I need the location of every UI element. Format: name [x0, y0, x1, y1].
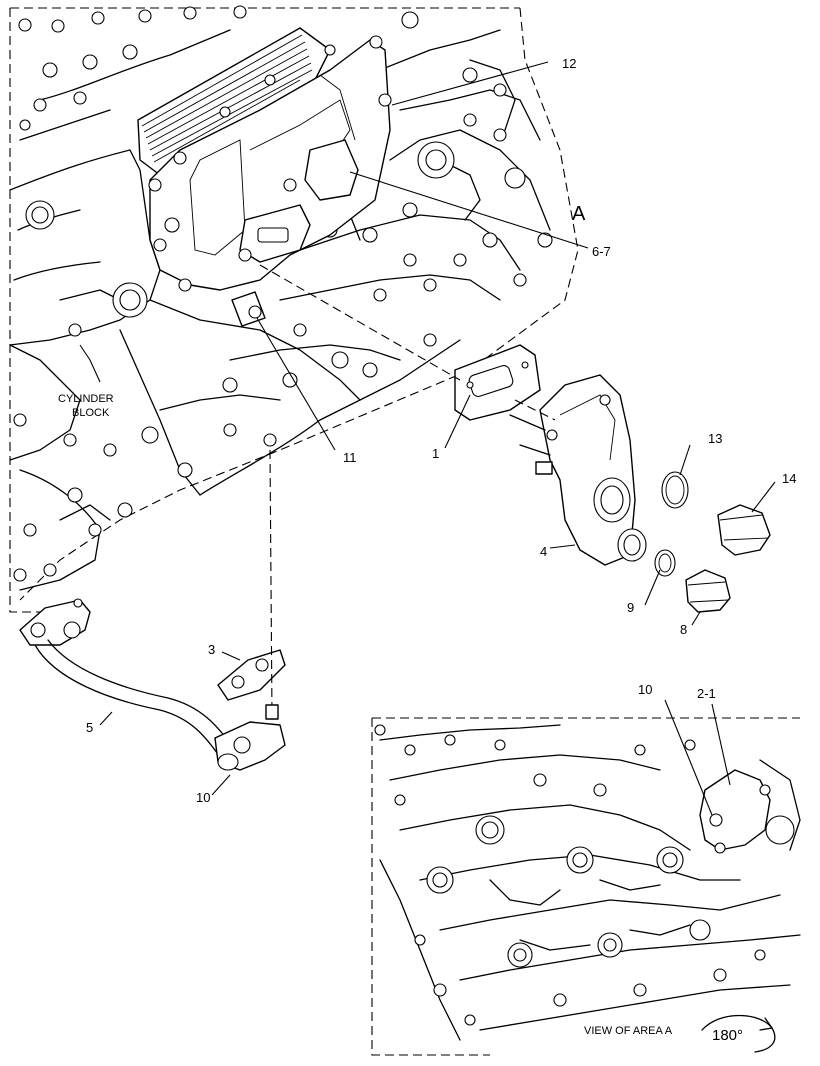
- cylinder-block-label: CYLINDER BLOCK: [58, 344, 114, 419]
- inset-view-area-a: 10 2-1 VIEW OF AREA A 180°: [371, 682, 801, 1056]
- callout-9: 9: [627, 600, 634, 615]
- plug-8: [685, 569, 731, 613]
- inset-callout-10: 10: [638, 682, 652, 697]
- assembly-line-cooler: [259, 264, 461, 381]
- cylinder-label-line1: CYLINDER: [58, 393, 114, 405]
- elbow-housing: [509, 374, 647, 566]
- callout-4: 4: [540, 544, 547, 559]
- callout-6-7: 6-7: [592, 244, 611, 259]
- callout-3: 3: [208, 642, 215, 657]
- callout-leaders: [99, 61, 776, 796]
- cylinder-label-line2: BLOCK: [72, 407, 110, 419]
- callout-12: 12: [562, 56, 576, 71]
- rotation-label: 180°: [712, 1027, 743, 1044]
- callout-14: 14: [782, 471, 796, 486]
- callout-8: 8: [680, 622, 687, 637]
- inset-callout-2-1: 2-1: [697, 686, 716, 701]
- callout-5: 5: [86, 720, 93, 735]
- callout-10: 10: [196, 790, 210, 805]
- gasket: [454, 344, 541, 421]
- oil-cooler: [137, 27, 392, 327]
- oil-tube: [19, 598, 286, 771]
- callout-13: 13: [708, 431, 722, 446]
- callout-11: 11: [343, 450, 357, 465]
- assembly-line-tube: [269, 449, 273, 716]
- view-of-area-caption: VIEW OF AREA A: [584, 1025, 673, 1037]
- area-a-marker: A: [572, 203, 586, 225]
- o-ring-13: [661, 471, 689, 509]
- plug-14: [717, 504, 771, 556]
- callout-numbers: 12 A 6-7 11 1 13 14 4 9 8 3 5 10: [86, 56, 796, 805]
- tube-gasket: [217, 649, 286, 701]
- callout-1: 1: [432, 446, 439, 461]
- o-ring-9: [654, 549, 676, 577]
